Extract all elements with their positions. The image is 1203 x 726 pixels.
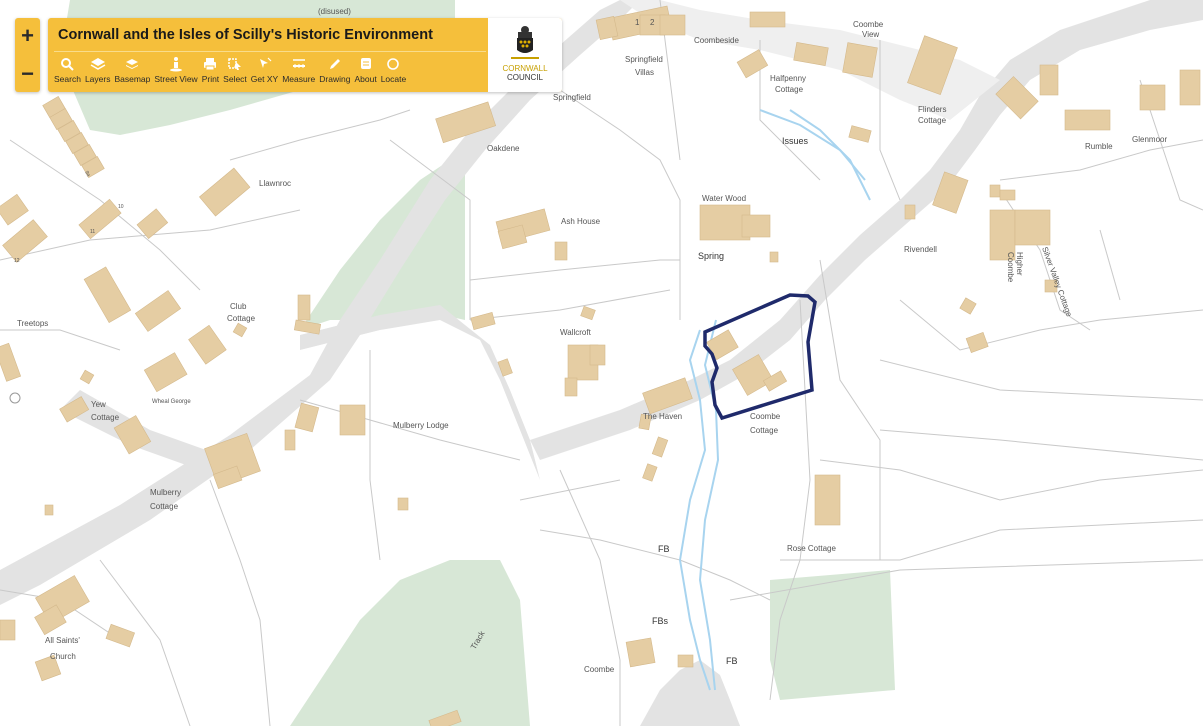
- svg-text:Flinders: Flinders: [918, 105, 946, 114]
- svg-text:Rumble: Rumble: [1085, 142, 1113, 151]
- council-logo[interactable]: CORNWALL COUNCIL: [488, 18, 562, 92]
- svg-text:Cottage: Cottage: [775, 85, 804, 94]
- locate-icon: [387, 58, 400, 70]
- tool-search[interactable]: Search: [54, 56, 81, 84]
- tool-drawing[interactable]: Drawing: [319, 56, 350, 84]
- svg-text:Cottage: Cottage: [91, 413, 120, 422]
- svg-text:Cottage: Cottage: [918, 116, 947, 125]
- site-boundary[interactable]: [703, 293, 817, 421]
- tool-label: Search: [54, 74, 81, 84]
- about-icon: [360, 58, 371, 69]
- svg-text:FB: FB: [726, 656, 738, 666]
- svg-text:Club: Club: [230, 302, 247, 311]
- get-xy-icon: [259, 57, 271, 68]
- svg-text:Springfield: Springfield: [625, 55, 663, 64]
- svg-text:11: 11: [90, 229, 95, 235]
- app-title: Cornwall and the Isles of Scilly's Histo…: [58, 27, 433, 43]
- svg-text:Church: Church: [50, 652, 76, 661]
- tool-get-xy[interactable]: Get XY: [251, 56, 278, 84]
- svg-text:Issues: Issues: [782, 136, 809, 146]
- toolbar-divider: [54, 51, 486, 52]
- tool-label: Select: [223, 74, 247, 84]
- tool-label: About: [354, 74, 377, 84]
- search-icon: [61, 58, 75, 71]
- svg-text:Coombe: Coombe: [853, 20, 884, 29]
- svg-text:Rose Cottage: Rose Cottage: [787, 544, 836, 553]
- drawing-icon: [329, 59, 340, 69]
- tool-locate[interactable]: Locate: [380, 56, 407, 84]
- svg-text:Treetops: Treetops: [17, 319, 48, 328]
- basemap-icon: [126, 59, 139, 69]
- svg-text:Wallcroft: Wallcroft: [560, 328, 592, 337]
- tool-street-view[interactable]: Street View: [154, 56, 198, 84]
- tool-select[interactable]: Select: [223, 56, 247, 84]
- svg-text:Halfpenny: Halfpenny: [770, 74, 806, 83]
- streams: [678, 109, 871, 691]
- layers-icon: [90, 58, 106, 70]
- tool-print[interactable]: Print: [202, 56, 219, 84]
- tool-label: Basemap: [114, 74, 151, 84]
- svg-text:2: 2: [650, 18, 655, 27]
- svg-text:12: 12: [14, 258, 20, 264]
- svg-text:Yew: Yew: [91, 400, 106, 409]
- svg-text:Mulberry: Mulberry: [150, 488, 181, 497]
- tool-label: Layers: [84, 74, 111, 84]
- svg-text:1: 1: [635, 18, 640, 27]
- svg-text:Oakdene: Oakdene: [487, 144, 520, 153]
- tool-layers[interactable]: Layers: [84, 56, 111, 84]
- zoom-out-button[interactable]: −: [21, 61, 34, 86]
- tool-label: Get XY: [250, 74, 279, 84]
- print-icon: [204, 58, 217, 71]
- svg-text:Rivendell: Rivendell: [904, 245, 937, 254]
- council-crest-icon: [511, 26, 539, 59]
- svg-text:Mulberry Lodge: Mulberry Lodge: [393, 421, 449, 430]
- tool-label: Print: [201, 74, 220, 84]
- svg-text:Spring: Spring: [698, 251, 724, 261]
- buildings: [0, 5, 1201, 726]
- svg-text:Coombe: Coombe: [750, 412, 781, 421]
- svg-text:The Haven: The Haven: [643, 412, 682, 421]
- svg-text:(disused): (disused): [318, 7, 351, 16]
- tool-label: Drawing: [319, 74, 351, 84]
- tool-about[interactable]: About: [354, 56, 377, 84]
- logo-line-2: COUNCIL: [506, 73, 543, 82]
- zoom-control: + −: [15, 18, 40, 92]
- tool-basemap[interactable]: Basemap: [114, 56, 150, 84]
- svg-text:View: View: [862, 30, 879, 39]
- svg-text:Springfield: Springfield: [553, 93, 591, 102]
- roundabout-marker: [9, 392, 21, 404]
- svg-text:Coombe: Coombe: [1006, 252, 1015, 283]
- svg-text:FB: FB: [658, 544, 670, 554]
- svg-text:Ash House: Ash House: [561, 217, 601, 226]
- tool-label: Street View: [154, 74, 198, 84]
- tool-list: Search Layers Basemap Street View Print …: [54, 56, 410, 84]
- svg-text:Cottage: Cottage: [750, 426, 779, 435]
- svg-text:All Saints': All Saints': [45, 636, 80, 645]
- svg-text:Cottage: Cottage: [150, 502, 179, 511]
- svg-text:Higher: Higher: [1015, 252, 1024, 276]
- svg-text:Glenmoor: Glenmoor: [1132, 135, 1167, 144]
- svg-text:Villas: Villas: [635, 68, 654, 77]
- svg-text:9a: 9a: [83, 170, 91, 178]
- main-toolbar: Cornwall and the Isles of Scilly's Histo…: [48, 18, 562, 92]
- svg-text:Coombe: Coombe: [584, 665, 615, 674]
- street-view-icon: [170, 57, 183, 72]
- svg-text:Water Wood: Water Wood: [702, 194, 746, 203]
- logo-line-1: CORNWALL: [502, 64, 548, 73]
- svg-text:Coombeside: Coombeside: [694, 36, 739, 45]
- tool-label: Locate: [380, 74, 407, 84]
- select-icon: [228, 58, 241, 70]
- svg-text:10: 10: [118, 204, 124, 210]
- measure-icon: [292, 59, 305, 68]
- tool-measure[interactable]: Measure: [282, 56, 315, 84]
- svg-text:Llawnroc: Llawnroc: [259, 179, 291, 188]
- svg-text:FBs: FBs: [652, 616, 669, 626]
- zoom-in-button[interactable]: +: [21, 23, 34, 48]
- svg-text:Wheal George: Wheal George: [152, 399, 191, 405]
- terrace-row: [42, 96, 105, 178]
- svg-text:Cottage: Cottage: [227, 314, 256, 323]
- tool-label: Measure: [282, 74, 316, 84]
